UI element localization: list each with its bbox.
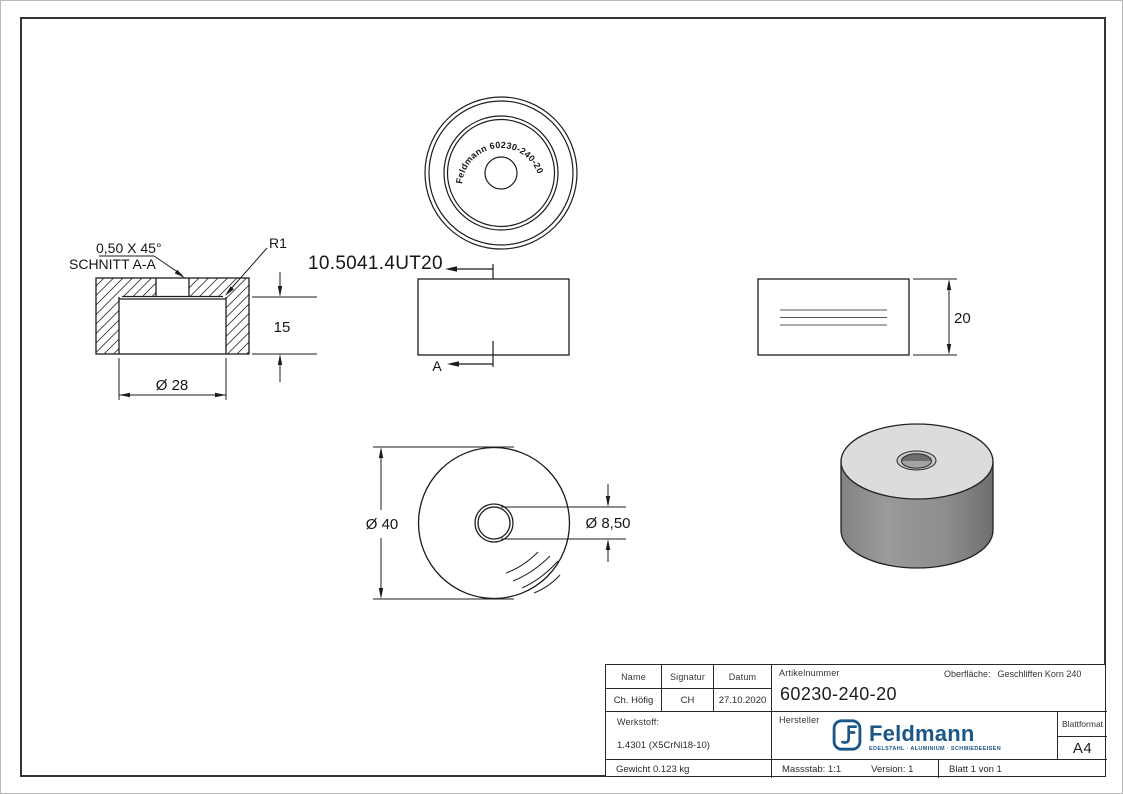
sheet-border-frame: [20, 17, 1106, 777]
bore-dim-arrow-left: [119, 392, 130, 398]
article-number: 60230-240-20: [780, 684, 897, 704]
chamfer-note: 0,50 X 45°: [96, 240, 162, 256]
depth-dim-arrow-bottom: [277, 354, 283, 365]
signature-header: Signatur: [662, 665, 714, 689]
fillet-leader-arrow: [225, 286, 234, 296]
sheet-cell: Blatt 1 von 1: [949, 763, 1002, 775]
bottom-view-hole-chamfer-circle: [474, 503, 514, 543]
hole-dim-lines: [501, 484, 626, 562]
top-view-chamfer-circle: [428, 100, 574, 246]
name-value: Ch. Höfig: [606, 689, 662, 712]
fillet-note: R1: [269, 235, 287, 251]
iso-hole-shadow: [901, 453, 932, 461]
chamfer-leader-arrow: [174, 269, 185, 278]
depth-dim-lines: [252, 272, 317, 382]
outer-dim-lines: [373, 446, 514, 600]
height-dim-text: 20: [954, 310, 971, 327]
scale-value: Massstab: 1:1: [782, 763, 842, 775]
section-cut-label: A: [432, 358, 442, 374]
surface-finish-arcs: [505, 551, 561, 594]
section-cut-arrow-bottom: [447, 361, 459, 367]
name-header: Name: [606, 665, 662, 689]
depth-dim-text: 15: [274, 319, 291, 336]
top-view-engraving-text: Feldmann 60230-240-20: [454, 140, 545, 184]
surface-label: Oberfläche:: [944, 669, 991, 679]
iso-hole-outline: [901, 453, 932, 469]
side-view: 20: [757, 278, 971, 356]
outer-dim-arrow-bottom: [378, 588, 384, 599]
bore-dim-arrow-right: [215, 392, 226, 398]
article-label: Artikelnummer: [779, 668, 840, 678]
top-view-recess-outer-circle: [443, 115, 559, 231]
top-view-outer-circle: [424, 96, 578, 250]
sheet-format-value: A4: [1057, 737, 1107, 760]
bore-dim-lines: [118, 358, 227, 400]
date-header: Datum: [714, 665, 772, 689]
section-cut-line: [455, 264, 494, 367]
section-title: SCHNITT A-A: [69, 256, 157, 272]
top-view: [424, 96, 578, 250]
weight-cell: Gewicht 0.123 kg: [606, 760, 772, 778]
part-code-text: 10.5041.4UT20: [308, 253, 443, 274]
version-value: Version: 1: [871, 763, 914, 775]
front-view: A 10.5041.4UT20: [308, 253, 570, 374]
material-cell: Werkstoff: 1.4301 (X5CrNi18-10): [606, 712, 772, 760]
section-outline: [95, 277, 250, 355]
logo-tagline: EDELSTAHL · ALUMINIUM · SCHMIEDEEISEN: [869, 746, 1002, 752]
bore-dim-text: Ø 28: [156, 377, 189, 394]
material-value: 1.4301 (X5CrNi18-10): [617, 740, 710, 751]
surface-value: Geschliffen Korn 240: [997, 669, 1082, 679]
hole-dim-text: Ø 8,50: [585, 515, 630, 532]
article-cell: Artikelnummer 60230-240-20 Oberfläche: Ge…: [772, 665, 1107, 712]
manufacturer-cell: Hersteller Feldmann EDELSTAHL · ALUMINIU…: [772, 712, 1057, 760]
side-view-outline: [757, 278, 910, 356]
manufacturer-label: Hersteller: [779, 715, 820, 725]
height-dim-lines: [913, 278, 957, 356]
bottom-view-outer-circle: [417, 446, 571, 600]
fillet-leader-line: [228, 247, 268, 292]
bottom-view-hole-circle: [477, 506, 511, 540]
side-view-grind-lines: [780, 309, 887, 326]
feldmann-logo-icon: [832, 719, 862, 751]
depth-dim-arrow-top: [277, 286, 283, 297]
top-view-engraving: Feldmann 60230-240-20: [454, 140, 545, 184]
feldmann-logo: Feldmann EDELSTAHL · ALUMINIUM · SCHMIED…: [832, 718, 1001, 752]
iso-view: [840, 423, 994, 569]
height-dim-arrow-bottom: [946, 344, 952, 355]
signature-value: CH: [662, 689, 714, 712]
scale-cell: Massstab: 1:1 Version: 1: [772, 760, 939, 778]
bottom-view: Ø 40 Ø 8,50: [366, 446, 631, 600]
top-view-hole-circle: [484, 156, 518, 190]
sheet-format-label: Blattformat: [1057, 712, 1107, 737]
date-value: 27.10.2020: [714, 689, 772, 712]
outer-dim-text: Ø 40: [366, 516, 399, 533]
title-block: Name Signatur Datum Artikelnummer 60230-…: [605, 664, 1107, 778]
height-dim-arrow-top: [946, 279, 952, 290]
top-view-recess-inner-circle: [446, 118, 556, 228]
section-bore-lines: [118, 278, 227, 354]
material-label: Werkstoff:: [617, 717, 660, 727]
outer-dim-arrow-top: [378, 447, 384, 458]
section-cut-arrow-top: [445, 266, 457, 272]
hole-dim-arrow-top: [605, 496, 611, 507]
section-view: SCHNITT A-A 0,50 X 45° R1 15 Ø 28: [69, 235, 317, 400]
chamfer-leader-line: [99, 255, 183, 276]
logo-brand-text: Feldmann: [869, 721, 975, 746]
surface-finish: Oberfläche: Geschliffen Korn 240: [944, 669, 1088, 679]
hole-dim-arrow-bottom: [605, 539, 611, 550]
